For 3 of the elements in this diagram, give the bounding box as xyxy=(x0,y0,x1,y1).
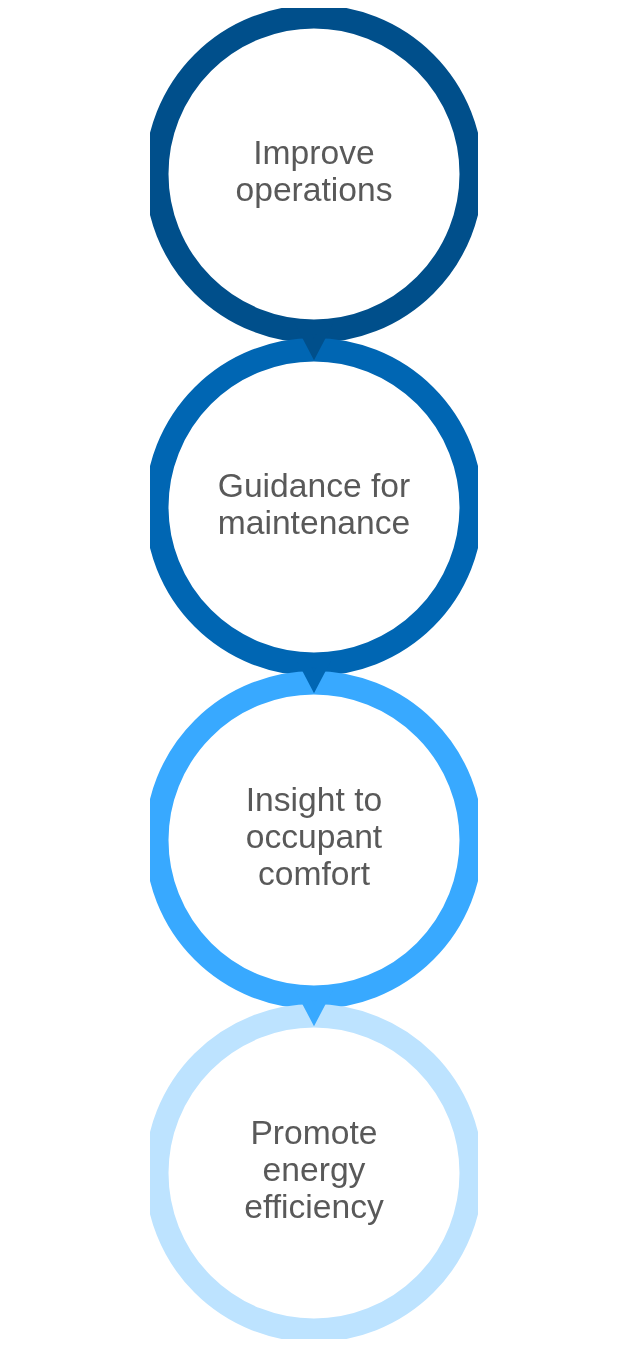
node-circle: Promote energy efficiency xyxy=(150,1004,478,1339)
node-circle: Insight to occupant comfort xyxy=(150,670,478,1010)
node-circle: Improve operations xyxy=(150,8,478,343)
